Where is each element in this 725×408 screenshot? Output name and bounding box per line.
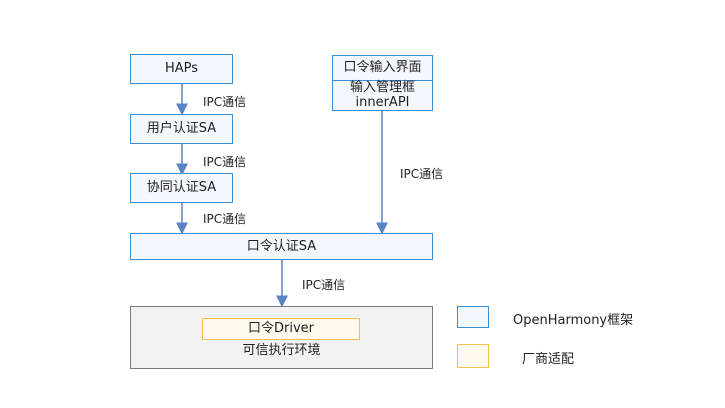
user-auth-sa-label: 用户认证SA bbox=[146, 121, 217, 137]
pin-input-ui-node: 口令输入界面 输入管理框 innerAPI bbox=[332, 55, 433, 111]
coauth-sa-label: 协同认证SA bbox=[146, 180, 217, 196]
pin-input-ui-top: 口令输入界面 bbox=[333, 56, 432, 82]
pin-input-ui-title: 口令输入界面 bbox=[343, 59, 422, 75]
pin-auth-sa-node: 口令认证SA bbox=[130, 233, 433, 260]
pin-input-ui-line1: 输入管理框 bbox=[349, 80, 415, 96]
pin-input-ui-line2: innerAPI bbox=[355, 94, 410, 110]
haps-label: HAPs bbox=[164, 61, 199, 77]
pin-auth-sa-label: 口令认证SA bbox=[246, 238, 317, 254]
coauth-sa-node: 协同认证SA bbox=[130, 173, 233, 203]
edge-label-haps-user: IPC通信 bbox=[203, 95, 247, 109]
legend-openharmony-swatch bbox=[457, 306, 489, 328]
edge-label-user-coauth: IPC通信 bbox=[203, 155, 247, 169]
legend-openharmony-label: OpenHarmony框架 bbox=[513, 313, 634, 328]
pin-input-ui-bottom: 输入管理框 innerAPI bbox=[333, 81, 432, 110]
legend-vendor-label: 厂商适配 bbox=[522, 352, 575, 367]
user-auth-sa-node: 用户认证SA bbox=[130, 114, 233, 144]
legend-vendor-swatch bbox=[457, 344, 489, 368]
edge-label-input-pin: IPC通信 bbox=[400, 167, 444, 181]
tee-label: 可信执行环境 bbox=[242, 343, 321, 359]
pin-driver-node: 口令Driver bbox=[202, 318, 360, 340]
edge-label-coauth-pin: IPC通信 bbox=[203, 212, 247, 226]
pin-driver-label: 口令Driver bbox=[247, 321, 314, 337]
haps-node: HAPs bbox=[130, 54, 233, 84]
edge-label-pin-driver: IPC通信 bbox=[302, 278, 346, 292]
